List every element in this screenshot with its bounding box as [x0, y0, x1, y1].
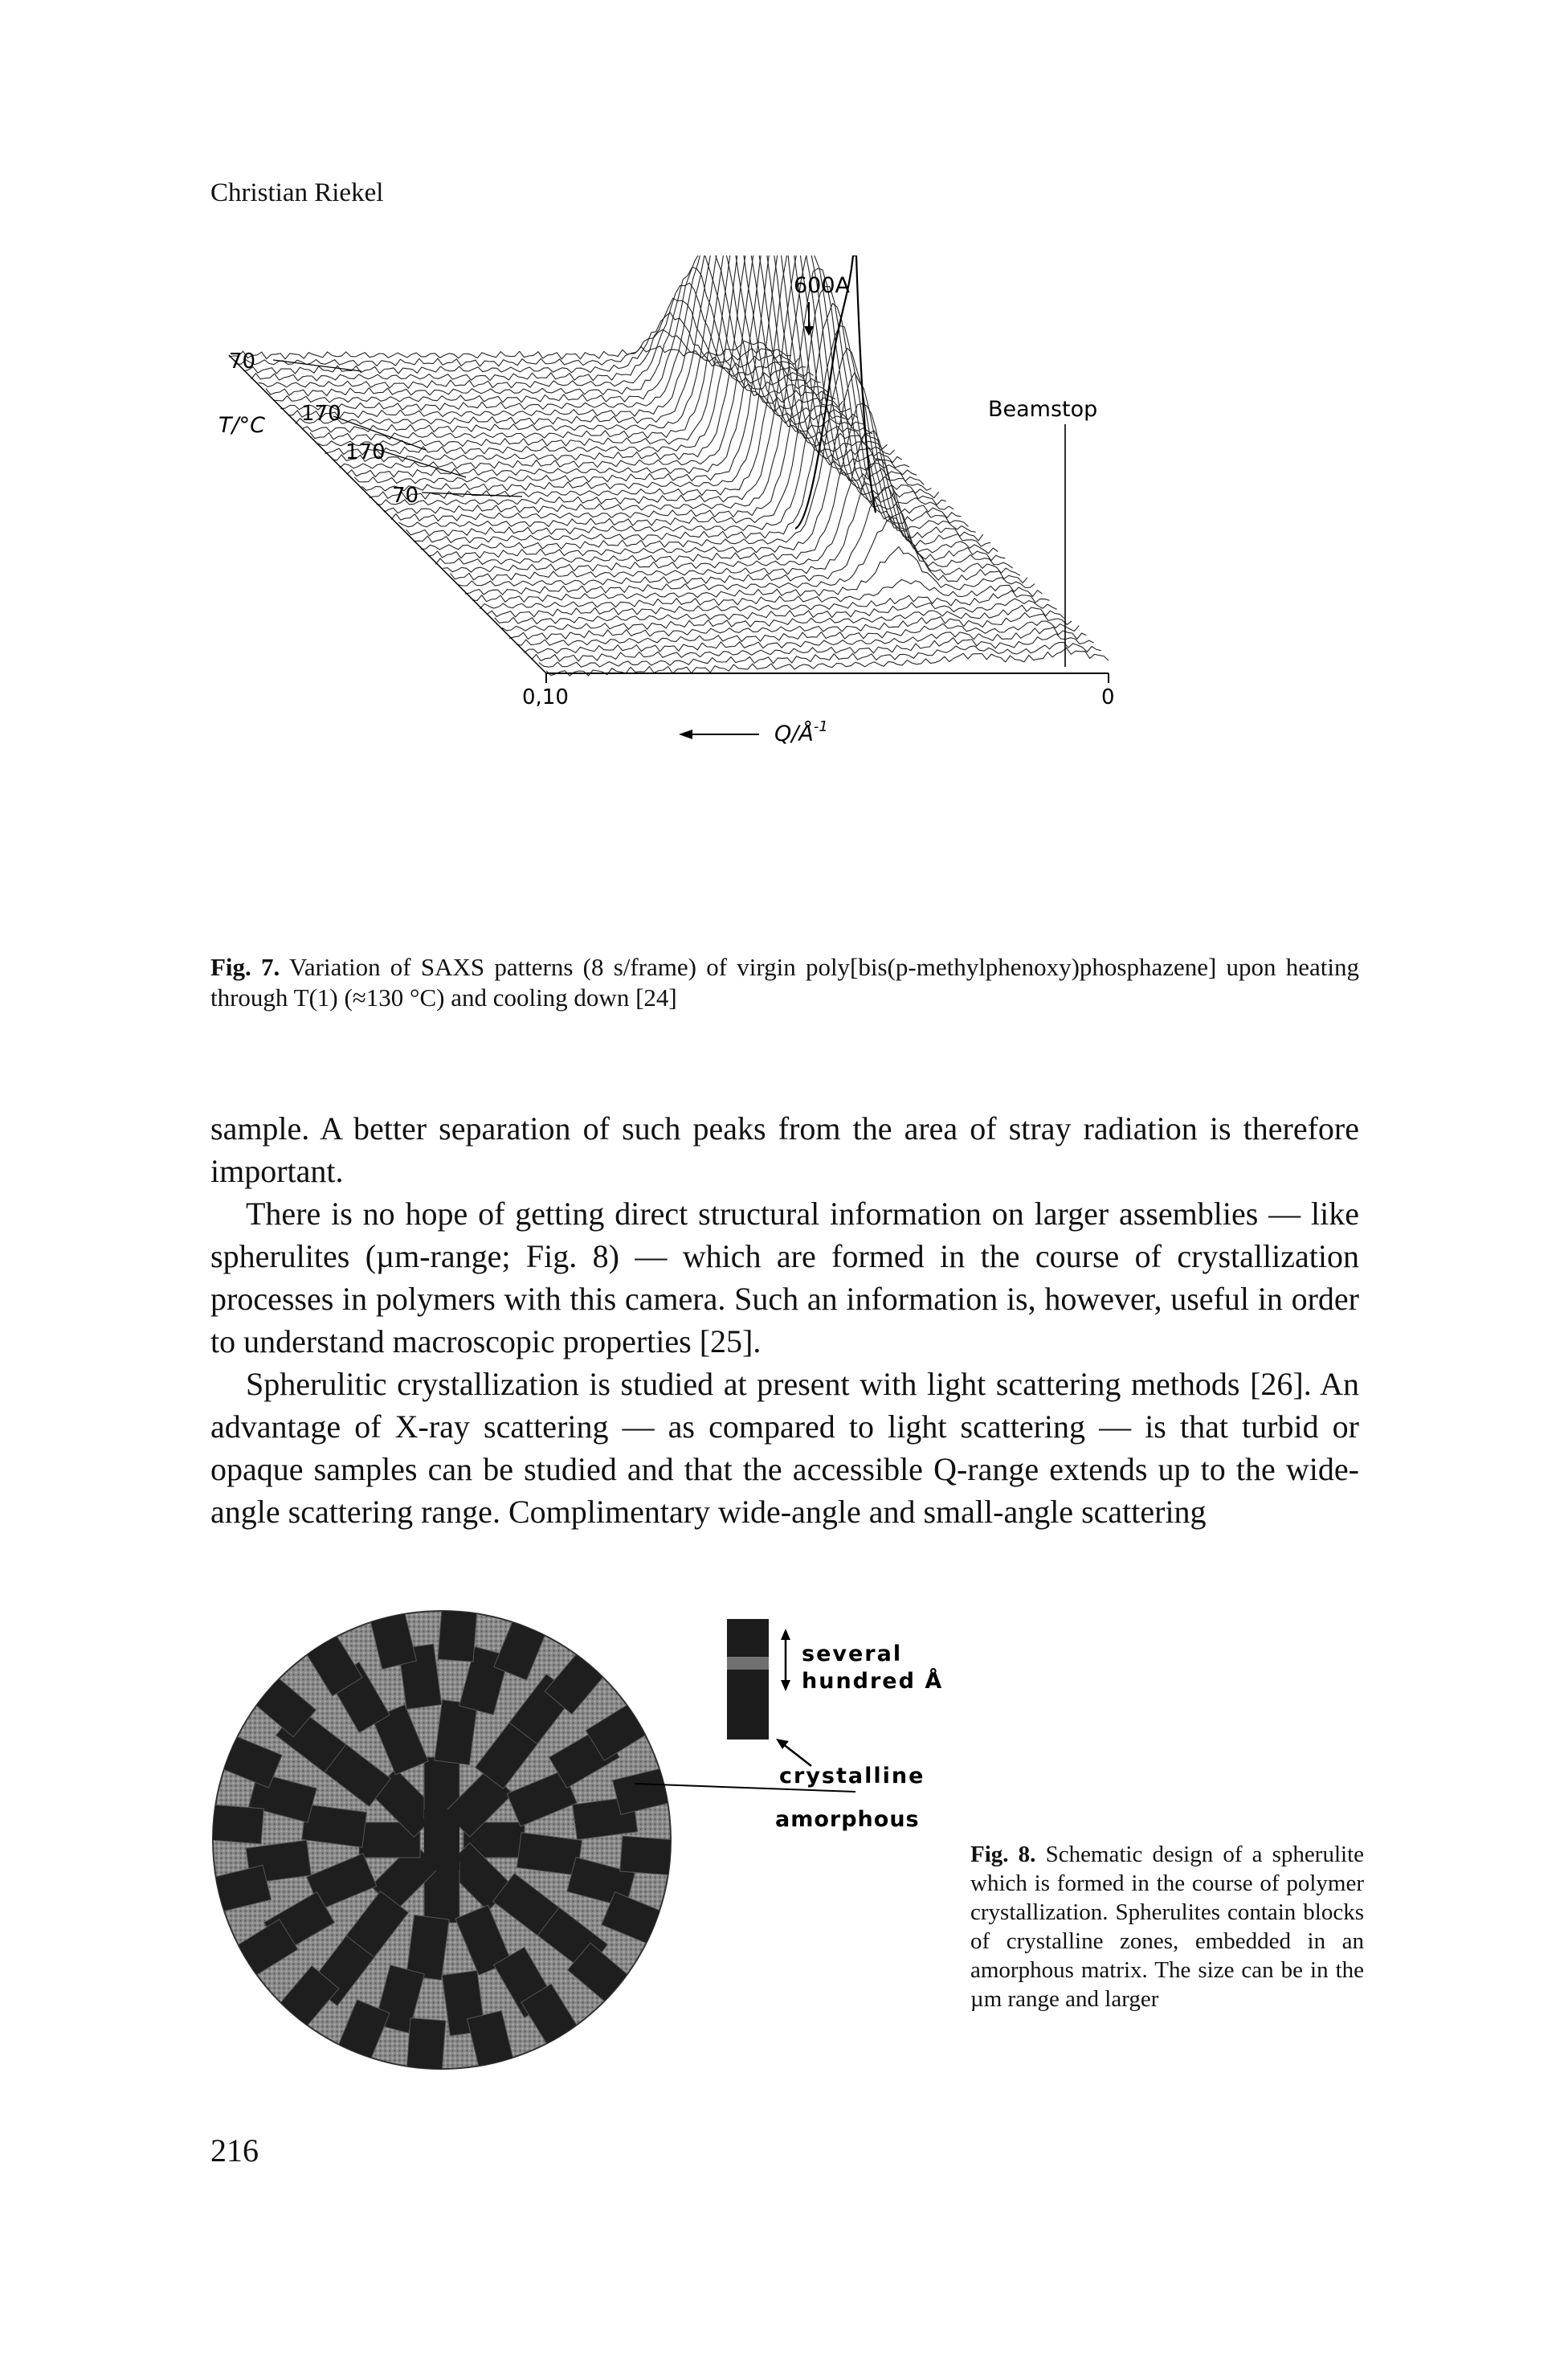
saxs-curve: [339, 194, 903, 470]
saxs-curve: [353, 206, 917, 484]
crystalline-block: [371, 1704, 429, 1776]
saxs-curve: [464, 517, 1028, 595]
crystalline-block: [405, 2017, 447, 2069]
crystalline-block: [619, 1835, 671, 1877]
crystalline-block: [213, 1803, 264, 1845]
saxs-curve: [346, 202, 910, 478]
saxs-curve: [479, 578, 1043, 609]
figure-8-caption: Fig. 8. Schematic design of a spherulite…: [970, 1840, 1364, 2013]
amorphous-leader: [634, 1783, 856, 1793]
t-axis-label: T/°C: [218, 413, 265, 438]
crystalline-blocks: [213, 1611, 671, 2069]
saxs-curve: [265, 266, 829, 397]
label-several: several: [802, 1641, 902, 1666]
saxs-curve: [309, 203, 873, 441]
saxs-curve: [390, 268, 954, 522]
q-tick-0: 0: [1101, 685, 1115, 709]
saxs-curve: [494, 598, 1057, 625]
crystalline-block: [424, 1809, 459, 1870]
saxs-curve: [487, 590, 1050, 618]
crystalline-block: [506, 1769, 578, 1827]
crystalline-block: [455, 1904, 512, 1976]
label-beamstop: Beamstop: [988, 397, 1097, 422]
label-crystalline: crystalline: [779, 1764, 925, 1789]
saxs-curve: [258, 282, 821, 389]
running-head: Christian Riekel: [210, 178, 384, 207]
figure-8-caption-text: Schematic design of a spherulite which i…: [970, 1842, 1365, 2012]
t-tick-70-bottom: 70: [392, 484, 419, 508]
saxs-curve: [420, 347, 984, 550]
paragraph-2: There is no hope of getting direct struc…: [210, 1196, 1359, 1359]
q-tick-0-10: 0,10: [522, 685, 569, 709]
saxs-curve: [524, 627, 1087, 654]
saxs-curve: [325, 194, 888, 456]
figure-8-caption-label: Fig. 8.: [970, 1842, 1036, 1867]
page-number: 216: [210, 2132, 259, 2169]
crystalline-block: [437, 1611, 479, 1662]
figure-7: 600A Beamstop T/°C 70 170 170 70 0,10 0 …: [201, 190, 1133, 946]
saxs-curve: [406, 302, 969, 537]
t-tick-170-a: 170: [301, 402, 341, 426]
label-hundred: hundred Å: [802, 1668, 943, 1694]
saxs-curve: [531, 633, 1094, 662]
saxs-curve: [376, 231, 940, 506]
saxs-curve: [251, 297, 814, 382]
saxs-curve: [398, 286, 962, 528]
peak-highlight: [794, 254, 877, 529]
saxs-curve: [427, 371, 991, 559]
crystalline-block: [434, 1699, 478, 1766]
crystalline-block: [516, 1832, 582, 1876]
saxs-curve: [538, 641, 1101, 668]
saxs-3d-plot: 600A Beamstop T/°C 70 170 170 70 0,10 0 …: [218, 190, 1115, 746]
legend-block: [727, 1619, 769, 1739]
saxs-curve: [545, 647, 1109, 677]
saxs-curve: [288, 224, 851, 419]
saxs-curve: [228, 340, 792, 360]
crystalline-block: [301, 1804, 368, 1848]
saxs-curve: [280, 239, 843, 411]
saxs-curve: [501, 604, 1065, 632]
paragraph-3: Spherulitic crystallization is studied a…: [210, 1366, 1359, 1530]
body-text: sample. A better separation of such peak…: [210, 1107, 1359, 1533]
saxs-curve: [236, 329, 799, 367]
t-tick-170-b: 170: [345, 440, 386, 464]
figure-8: several hundred Å crystalline amorphous: [201, 1563, 972, 2125]
saxs-curve: [508, 611, 1072, 640]
q-axis-label: Q/Å-1: [774, 718, 828, 746]
saxs-curve: [302, 211, 866, 433]
saxs-curve: [517, 620, 1080, 647]
t-tick-70-top: 70: [229, 350, 255, 374]
saxs-curve: [243, 311, 806, 374]
saxs-curve: [332, 190, 895, 463]
crystalline-block: [306, 1853, 378, 1911]
label-600a: 600A: [794, 273, 851, 298]
scattering-curves: [228, 190, 1109, 677]
label-amorphous: amorphous: [775, 1807, 920, 1832]
saxs-curve: [472, 546, 1035, 603]
saxs-curve: [413, 325, 976, 544]
figure-7-caption: Fig. 7. Variation of SAXS patterns (8 s/…: [210, 952, 1359, 1013]
saxs-curve: [369, 221, 932, 501]
crystalline-arrow: [782, 1743, 812, 1767]
saxs-curve: [361, 211, 925, 492]
figure-7-caption-text: Variation of SAXS patterns (8 s/frame) o…: [210, 953, 1359, 1012]
t-axis-line: [228, 354, 547, 674]
spherulite-diagram: several hundred Å crystalline amorphous: [212, 1610, 943, 2070]
saxs-curve: [295, 219, 859, 425]
saxs-curve: [457, 487, 1021, 587]
crystalline-block: [406, 1914, 450, 1981]
saxs-curve: [435, 403, 998, 566]
paragraph-1: sample. A better separation of such peak…: [210, 1110, 1359, 1189]
figure-7-caption-label: Fig. 7.: [210, 953, 280, 981]
saxs-curve: [273, 252, 836, 403]
